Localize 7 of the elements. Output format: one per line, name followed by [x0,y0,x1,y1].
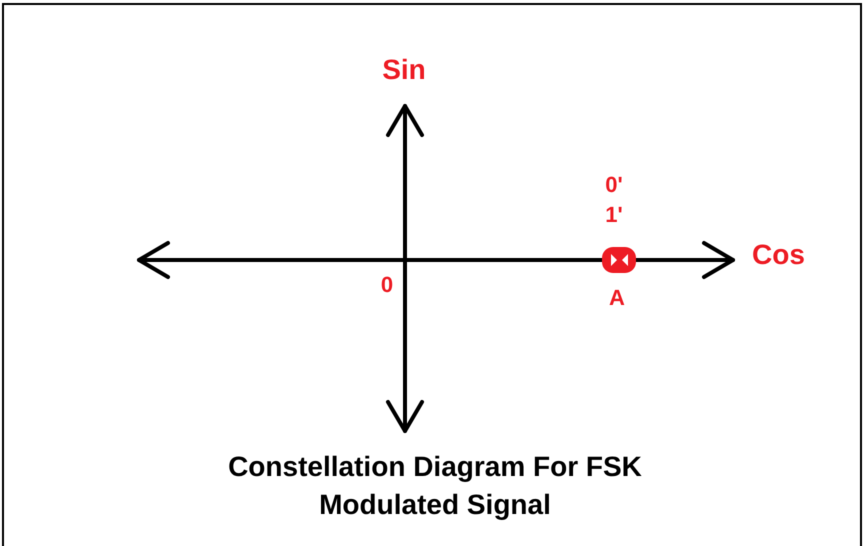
axis-label: Cos [752,241,805,269]
point-label: A [609,287,625,309]
caption: Constellation Diagram For FSK Modulated Signal [227,450,643,522]
point-label: 0' [605,174,623,196]
point-label: 0 [380,274,394,296]
point-label: 1' [605,204,623,226]
axis-label: Sin [382,56,426,84]
